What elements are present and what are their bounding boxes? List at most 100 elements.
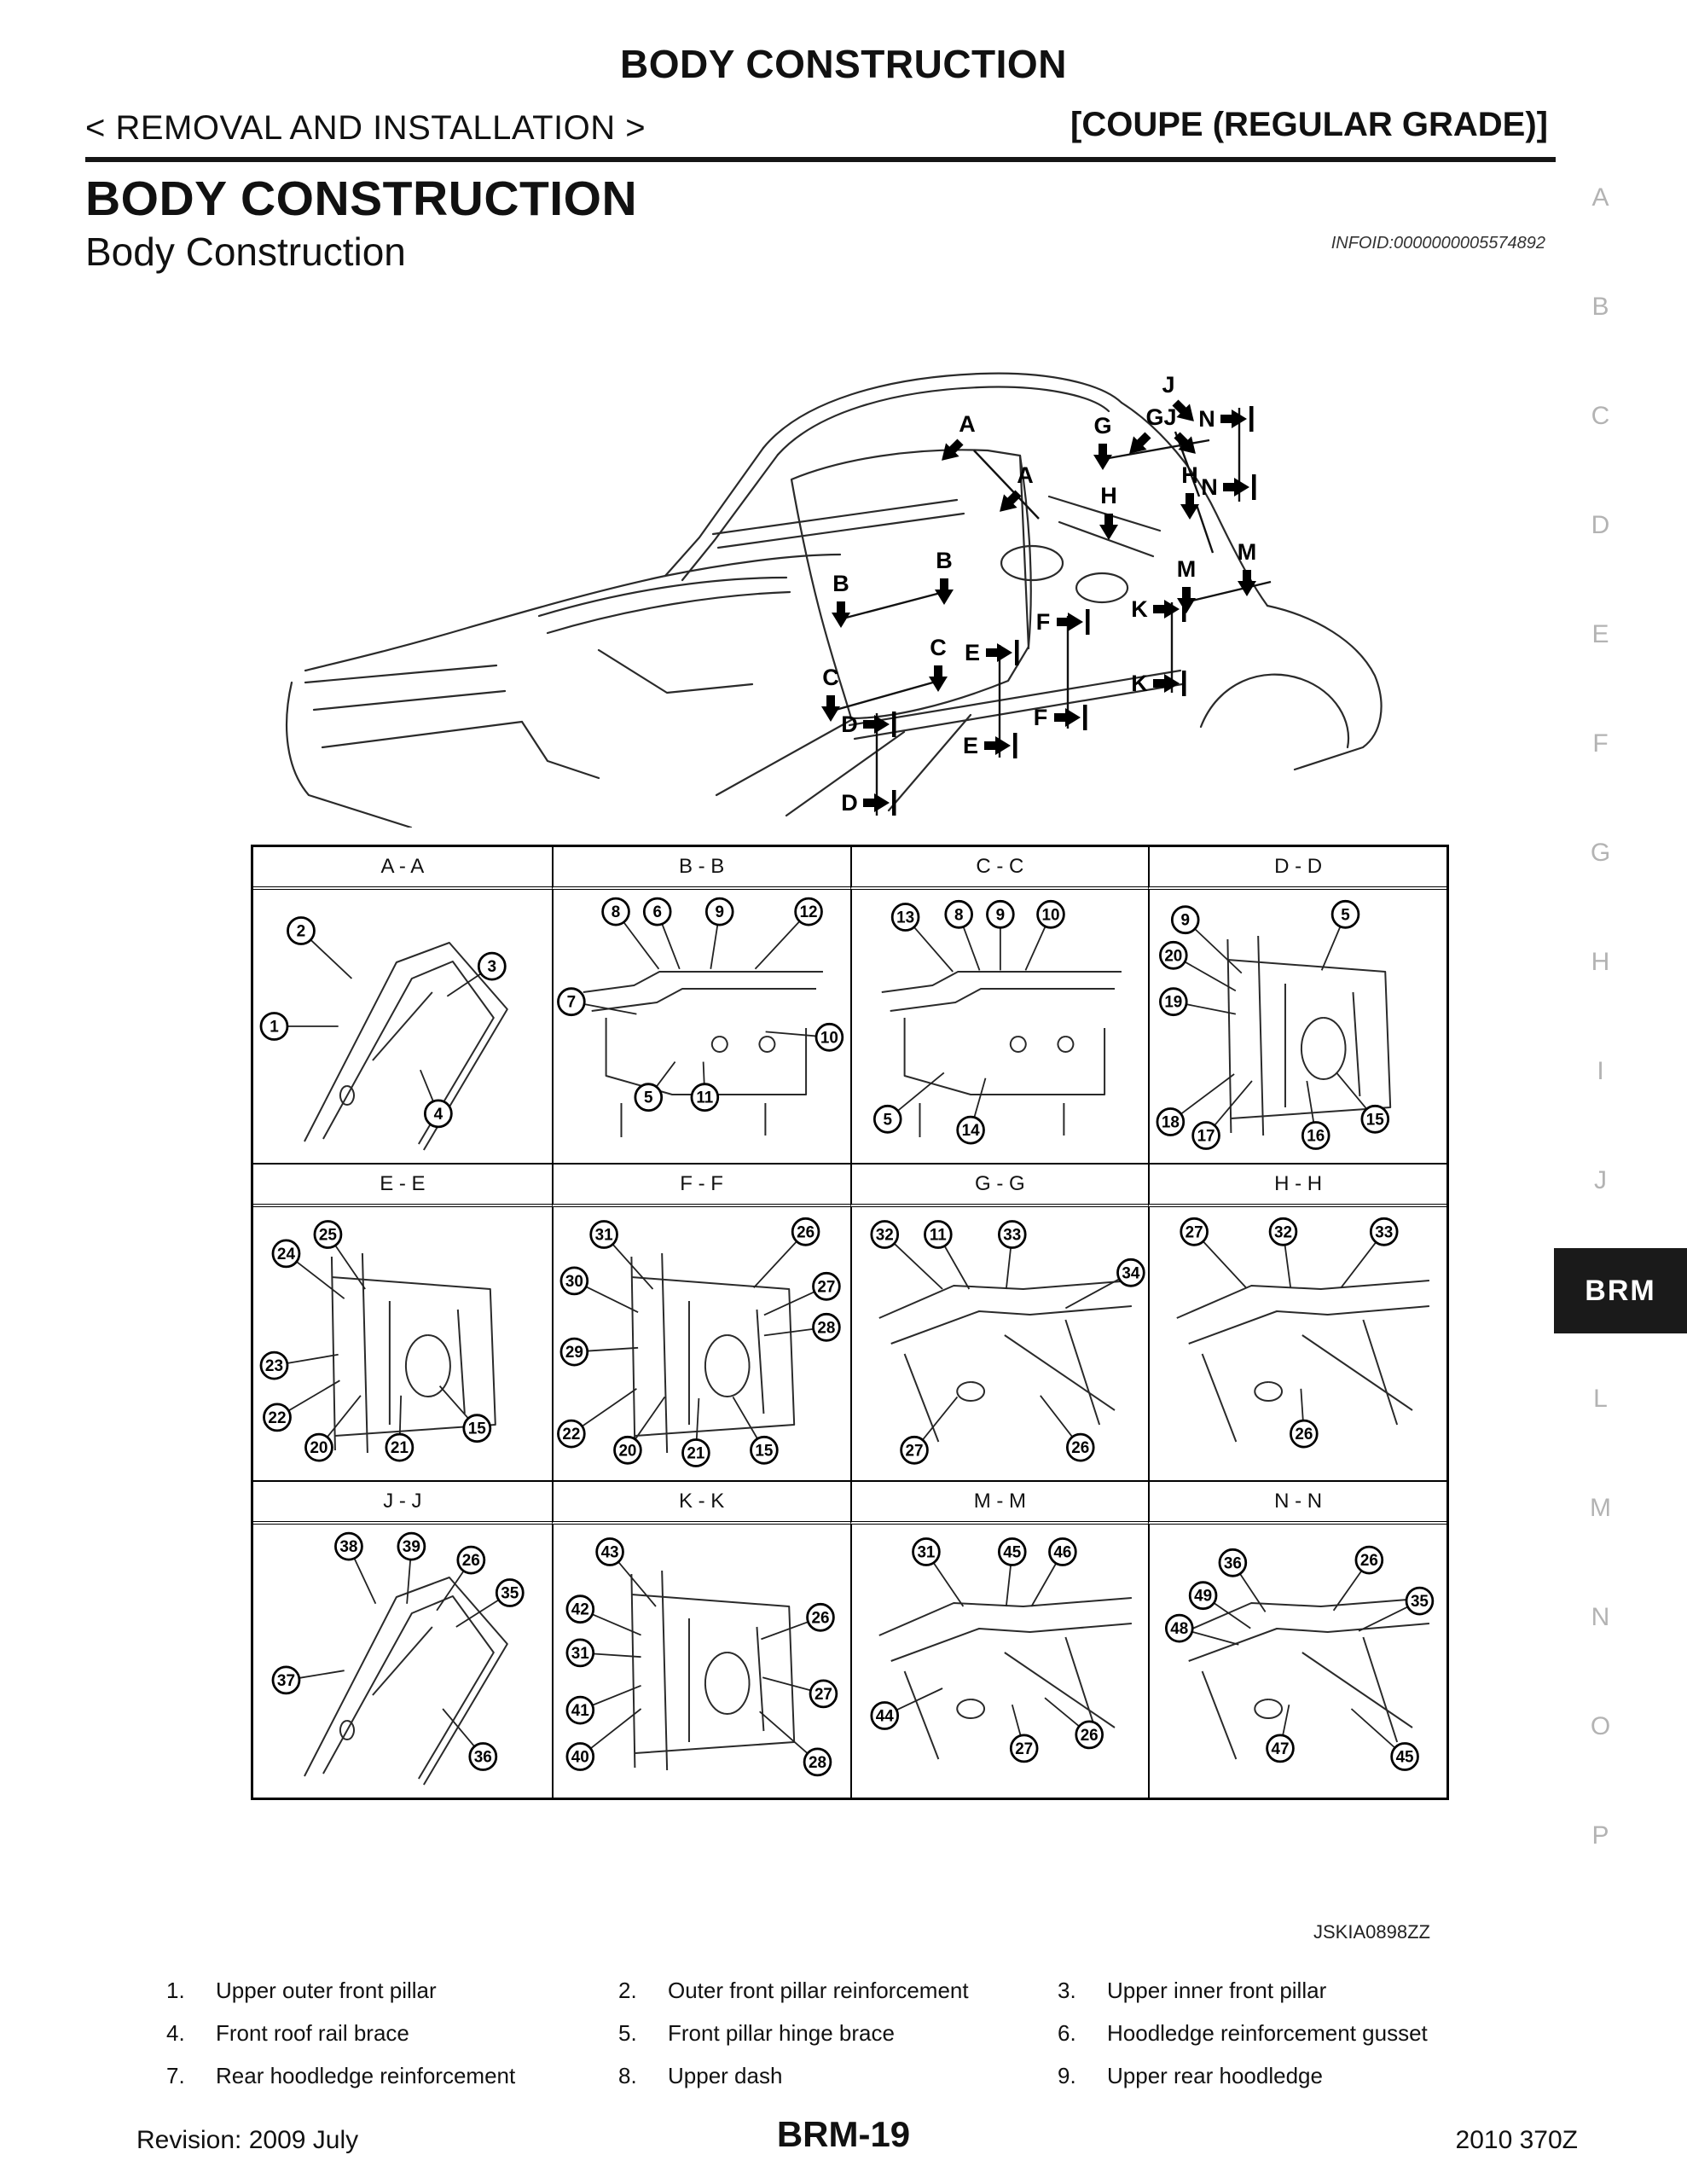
svg-text:27: 27 (905, 1442, 923, 1460)
svg-text:48: 48 (1171, 1620, 1189, 1638)
legend-text: Upper dash (668, 2063, 783, 2088)
svg-text:26: 26 (1071, 1439, 1089, 1457)
callout-42: 42 (565, 1594, 594, 1624)
section-header-k-k: K - K (551, 1480, 850, 1525)
callout-28: 28 (803, 1747, 832, 1777)
callout-41: 41 (565, 1695, 594, 1725)
callout-43: 43 (595, 1537, 624, 1566)
svg-text:15: 15 (755, 1442, 773, 1460)
section-header-h-h: H - H (1148, 1163, 1446, 1207)
svg-text:6: 6 (652, 903, 661, 921)
callout-49: 49 (1189, 1581, 1218, 1611)
svg-text:26: 26 (811, 1609, 829, 1627)
svg-text:27: 27 (1015, 1740, 1033, 1758)
callout-26: 26 (805, 1602, 835, 1632)
figure-code: JSKIA0898ZZ (1313, 1921, 1430, 1943)
svg-text:22: 22 (268, 1409, 286, 1427)
svg-text:G: G (1145, 404, 1163, 430)
callout-27: 27 (1009, 1734, 1038, 1763)
callout-27: 27 (1180, 1217, 1209, 1246)
svg-text:9: 9 (1181, 912, 1190, 930)
svg-text:19: 19 (1165, 994, 1183, 1012)
section-header-g-g: G - G (849, 1163, 1149, 1207)
callout-4: 4 (423, 1099, 453, 1129)
svg-text:33: 33 (1003, 1226, 1021, 1244)
svg-text:H: H (1181, 462, 1198, 488)
legend-item-9: 9.Upper rear hoodledge (1058, 2063, 1446, 2106)
section-header-d-d: D - D (1148, 847, 1446, 890)
svg-text:27: 27 (817, 1278, 835, 1296)
legend-text: Upper inner front pillar (1107, 1978, 1327, 2003)
svg-text:1: 1 (270, 1018, 279, 1036)
callout-37: 37 (271, 1665, 301, 1695)
cut-marker-n: N (1198, 406, 1254, 432)
svg-text:13: 13 (896, 909, 914, 926)
callout-28: 28 (811, 1312, 841, 1342)
svg-text:26: 26 (1296, 1426, 1313, 1443)
callout-26: 26 (456, 1545, 486, 1575)
svg-text:21: 21 (687, 1444, 704, 1462)
legend-item-7: 7.Rear hoodledge reinforcement (166, 2063, 618, 2106)
sidebar-tab-m: M (1590, 1494, 1612, 1522)
section-header-n-n: N - N (1148, 1480, 1446, 1525)
cut-marker-m: M (1177, 556, 1196, 613)
svg-text:E: E (963, 733, 978, 758)
svg-text:31: 31 (917, 1543, 935, 1561)
svg-text:B: B (832, 571, 849, 596)
legend-text: Outer front pillar reinforcement (668, 1978, 969, 2003)
svg-text:20: 20 (618, 1442, 636, 1460)
cut-marker-e: E (963, 733, 1017, 758)
svg-text:22: 22 (562, 1426, 580, 1443)
section-header-c-c: C - C (849, 847, 1149, 890)
callout-26: 26 (1290, 1419, 1319, 1449)
legend-number: 5. (618, 2020, 637, 2046)
cut-marker-b: B (935, 548, 954, 605)
svg-text:C: C (822, 665, 839, 690)
running-header-title: BODY CONSTRUCTION (620, 42, 1067, 86)
callout-10: 10 (815, 1022, 844, 1052)
svg-text:27: 27 (815, 1686, 832, 1704)
legend-number: 1. (166, 1978, 185, 2003)
sidebar-tab-j: J (1594, 1166, 1608, 1194)
svg-text:45: 45 (1396, 1748, 1414, 1766)
sidebar-tab-active-brm: BRM (1554, 1248, 1687, 1333)
callout-20: 20 (1159, 940, 1188, 970)
callout-32: 32 (1268, 1217, 1298, 1246)
svg-text:E: E (965, 640, 980, 665)
callout-7: 7 (556, 987, 586, 1017)
infoid-label: INFOID:0000000005574892 (1330, 234, 1545, 253)
svg-text:A: A (1017, 462, 1034, 488)
legend-text: Front roof rail brace (216, 2020, 409, 2046)
callout-40: 40 (565, 1742, 594, 1771)
footer-page-number: BRM-19 (776, 2114, 911, 2154)
svg-text:N: N (1201, 474, 1218, 500)
callout-9: 9 (1171, 905, 1200, 935)
sidebar-tab-f: F (1592, 729, 1609, 758)
callout-46: 46 (1047, 1537, 1077, 1566)
callout-21: 21 (385, 1432, 415, 1462)
callout-9: 9 (985, 899, 1015, 929)
svg-text:11: 11 (929, 1226, 946, 1244)
callout-20: 20 (612, 1435, 642, 1465)
svg-text:9: 9 (715, 903, 723, 921)
svg-text:5: 5 (883, 1111, 891, 1129)
svg-text:20: 20 (310, 1439, 328, 1457)
callout-31: 31 (565, 1638, 594, 1668)
sidebar-tab-a: A (1591, 183, 1610, 212)
svg-text:10: 10 (1041, 906, 1059, 924)
svg-text:33: 33 (1375, 1223, 1393, 1241)
svg-text:B: B (936, 548, 953, 573)
callout-31: 31 (589, 1220, 618, 1249)
callout-5: 5 (872, 1104, 902, 1134)
svg-text:16: 16 (1307, 1127, 1325, 1145)
callout-16: 16 (1301, 1121, 1330, 1150)
svg-text:41: 41 (571, 1702, 589, 1720)
callout-34: 34 (1116, 1258, 1145, 1287)
legend-item-1: 1.Upper outer front pillar (166, 1978, 618, 2020)
cut-marker-c: C (929, 635, 948, 692)
callout-31: 31 (911, 1537, 941, 1566)
